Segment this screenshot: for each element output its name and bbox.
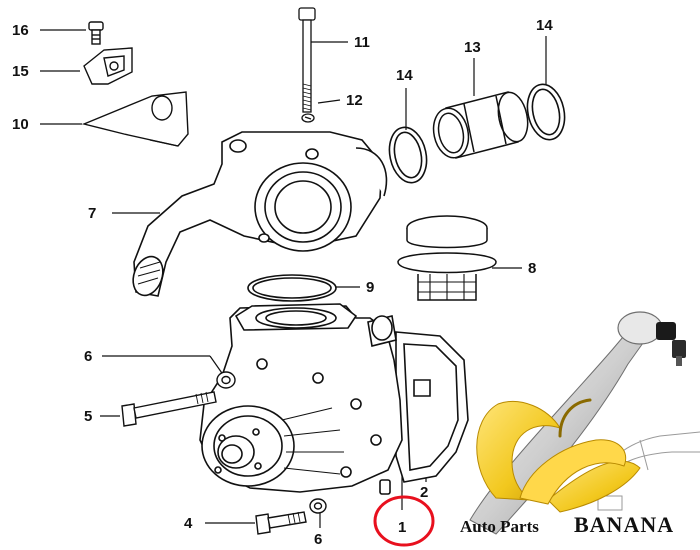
callout-labels: 16 15 10 11 12 13 14 14 7 8 9 6 6 5 4 2 … bbox=[12, 17, 553, 548]
part-4-bolt bbox=[255, 511, 307, 535]
part-13-coolant-sleeve bbox=[432, 91, 529, 159]
callout-8: 8 bbox=[528, 260, 536, 277]
part-12-small-screw bbox=[301, 113, 315, 123]
part-6-washer-lower bbox=[309, 498, 327, 514]
part-1-water-pump bbox=[199, 303, 469, 495]
brand-name-large: BANANA bbox=[574, 512, 674, 537]
callout-15: 15 bbox=[12, 63, 29, 80]
callout-14-left: 14 bbox=[396, 67, 413, 84]
banana-logo bbox=[476, 398, 641, 513]
part-7-coolant-pipe bbox=[132, 131, 388, 297]
callout-2: 2 bbox=[420, 484, 428, 501]
part-14-o-ring-right bbox=[526, 83, 566, 141]
callout-13: 13 bbox=[464, 39, 481, 56]
callout-4: 4 bbox=[184, 515, 193, 532]
part-8-thermostat bbox=[397, 215, 497, 301]
callout-12: 12 bbox=[346, 92, 363, 109]
part-5-bolt bbox=[121, 391, 217, 427]
callout-16: 16 bbox=[12, 22, 29, 39]
callout-11: 11 bbox=[354, 34, 370, 51]
part-11-long-bolt bbox=[298, 7, 316, 113]
callout-7: 7 bbox=[88, 205, 96, 222]
callout-10: 10 bbox=[12, 116, 29, 133]
callout-5: 5 bbox=[84, 408, 92, 425]
callout-6-upper: 6 bbox=[84, 348, 92, 365]
highlight-circle bbox=[373, 495, 435, 547]
part-15-bracket bbox=[83, 47, 133, 85]
callout-6-lower: 6 bbox=[314, 531, 322, 548]
brand-name-small: Auto Parts bbox=[460, 517, 539, 536]
part-14-o-ring-left bbox=[388, 126, 428, 184]
part-16-screw bbox=[88, 21, 104, 45]
part-6-washer-upper bbox=[216, 371, 236, 389]
callout-1: 1 bbox=[398, 519, 406, 536]
callout-9: 9 bbox=[366, 279, 374, 296]
callout-14-right: 14 bbox=[536, 17, 553, 34]
part-10-mounting-bracket bbox=[81, 91, 189, 147]
part-9-gasket-ring bbox=[247, 274, 337, 302]
